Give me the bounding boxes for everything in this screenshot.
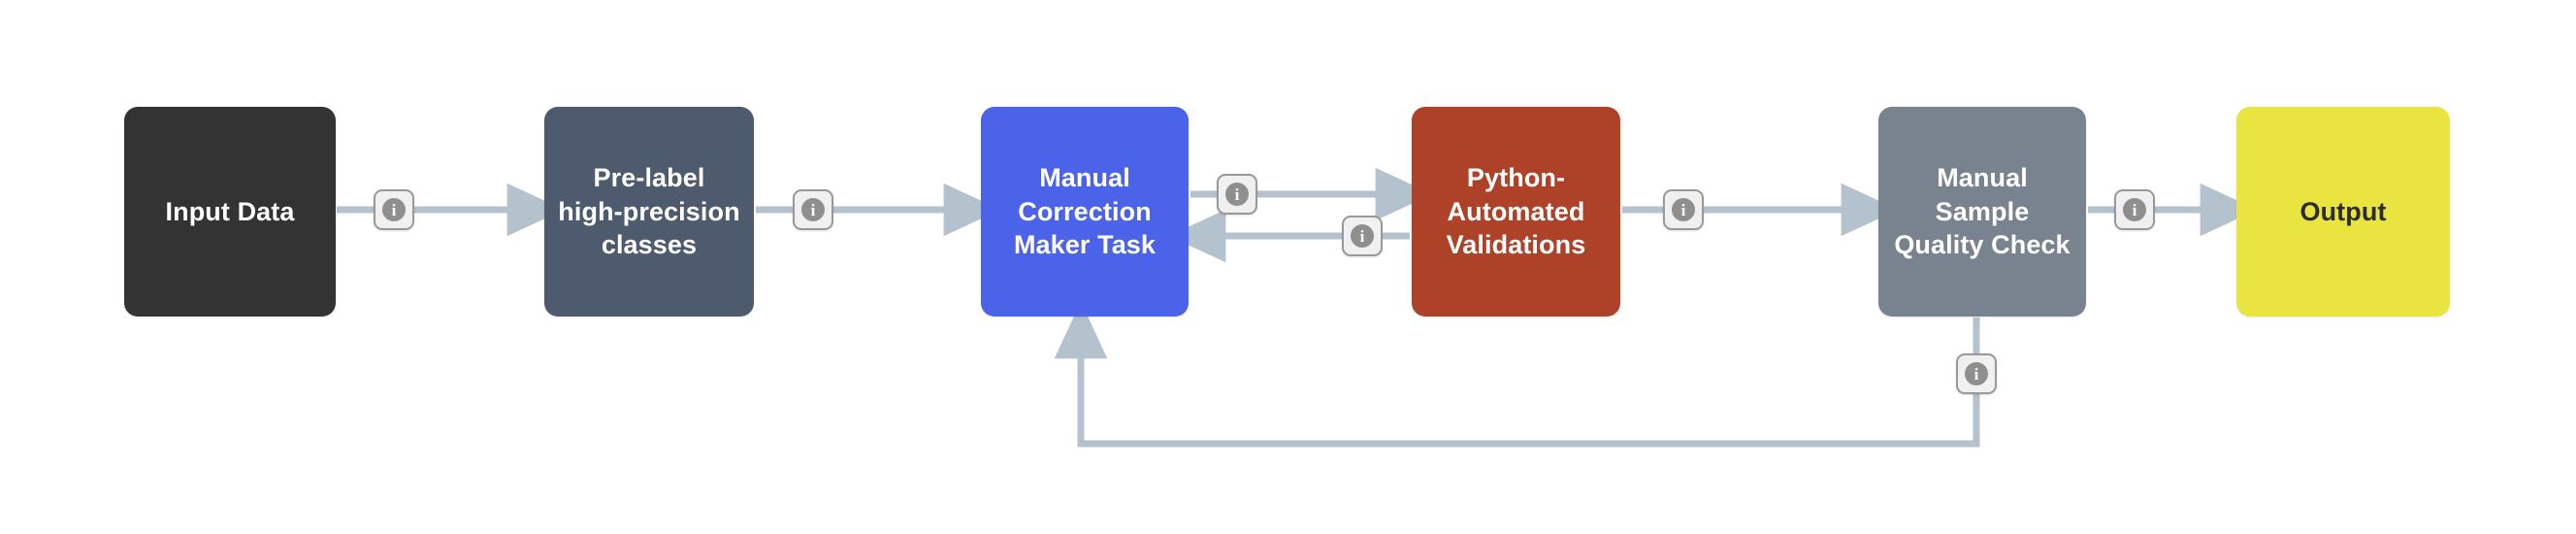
edge-info-badge-prelabel-to-correction[interactable]: i	[793, 189, 833, 230]
node-pre-label[interactable]: Pre-label high-precision classes	[544, 107, 754, 317]
info-icon: i	[801, 198, 825, 221]
edge-info-badge-validation-to-correction[interactable]: i	[1342, 216, 1383, 256]
node-quality-check[interactable]: Manual Sample Quality Check	[1878, 107, 2086, 317]
node-python-validations-label: Python- Automated Validations	[1446, 163, 1586, 260]
node-manual-correction-label: Manual Correction Maker Task	[1013, 163, 1157, 260]
node-python-validations[interactable]: Python- Automated Validations	[1412, 107, 1620, 317]
edge-info-badge-correction-to-validation[interactable]: i	[1217, 174, 1257, 215]
info-icon: i	[1351, 224, 1374, 248]
info-icon: i	[1965, 362, 1988, 385]
edge-info-badge-quality-feedback-loop[interactable]: i	[1956, 353, 1997, 394]
node-quality-check-label: Manual Sample Quality Check	[1894, 163, 2071, 260]
node-input-data-label: Input Data	[165, 196, 295, 226]
info-icon: i	[382, 198, 406, 221]
node-manual-correction[interactable]: Manual Correction Maker Task	[981, 107, 1189, 317]
node-pre-label-label: Pre-label high-precision classes	[558, 163, 740, 260]
edge-info-badge-quality-to-output[interactable]: i	[2114, 189, 2155, 230]
node-input-data[interactable]: Input Data	[124, 107, 336, 317]
node-output-label: Output	[2299, 196, 2387, 226]
info-icon: i	[2123, 198, 2146, 221]
edge-quality-feedback-loop	[1054, 301, 1980, 448]
node-output[interactable]: Output	[2236, 107, 2450, 317]
edge-info-badge-validation-to-quality[interactable]: i	[1663, 189, 1704, 230]
info-icon: i	[1225, 183, 1249, 206]
info-icon: i	[1672, 198, 1695, 221]
edge-info-badge-input-to-prelabel[interactable]: i	[374, 189, 414, 230]
